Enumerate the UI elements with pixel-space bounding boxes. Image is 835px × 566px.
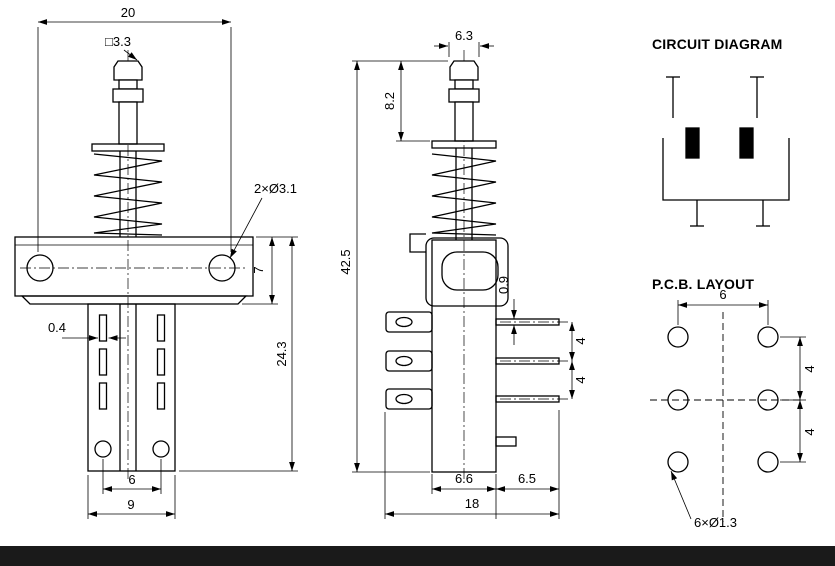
dim-label: 0.9 bbox=[496, 276, 511, 294]
dim-label: 24.3 bbox=[274, 341, 289, 366]
pcb-holes bbox=[667, 326, 779, 473]
front-body bbox=[87, 303, 176, 472]
front-pin bbox=[156, 382, 166, 410]
pcb-hole bbox=[757, 451, 779, 473]
contact-right bbox=[739, 127, 754, 159]
body-hole-left bbox=[94, 440, 112, 458]
front-pin bbox=[156, 314, 166, 342]
pcb-hole bbox=[757, 326, 779, 348]
side-bottom-pin bbox=[495, 436, 517, 447]
side-plunger bbox=[448, 60, 480, 142]
side-spring bbox=[431, 153, 497, 236]
dim-label: 6.5 bbox=[518, 471, 536, 486]
front-spring bbox=[93, 153, 163, 236]
dim-label: 4 bbox=[802, 428, 817, 435]
dim-pcb-hole-span: 6 bbox=[677, 287, 769, 325]
circuit-diagram: CIRCUIT DIAGRAM bbox=[652, 36, 790, 227]
dim-front-overall-width: 20 bbox=[37, 5, 232, 252]
dim-label: 9 bbox=[127, 497, 134, 512]
body-hole-right bbox=[152, 440, 170, 458]
pcb-hole bbox=[667, 451, 689, 473]
dim-front-plunger-square: □3.3 bbox=[105, 34, 138, 61]
dim-front-body-width: 9 bbox=[87, 475, 176, 519]
dim-label: 4 bbox=[573, 376, 588, 383]
pcb-layout-title: P.C.B. LAYOUT bbox=[652, 276, 754, 292]
dim-side-overall-height: 42.5 bbox=[338, 61, 430, 473]
dim-label: 7 bbox=[251, 266, 266, 273]
front-plunger bbox=[112, 60, 144, 145]
dim-label: 6.6 bbox=[455, 471, 473, 486]
front-shaft-lines bbox=[119, 151, 137, 237]
dim-label: 20 bbox=[121, 5, 135, 20]
pcb-hole bbox=[667, 389, 689, 411]
dim-side-overall-depth: 18 bbox=[384, 412, 559, 519]
dim-front-mount-holes: 2×Ø3.1 bbox=[229, 181, 297, 259]
dim-side-plunger-dia: 6.3 bbox=[434, 28, 494, 57]
circuit-diagram-title: CIRCUIT DIAGRAM bbox=[652, 36, 783, 52]
dim-label: 2×Ø3.1 bbox=[254, 181, 297, 196]
dim-pcb-hole-size: 6×Ø1.3 bbox=[670, 470, 737, 530]
side-clip bbox=[409, 233, 509, 307]
dim-side-terminal-length: 6.5 bbox=[496, 410, 560, 519]
front-bracket bbox=[14, 236, 254, 305]
side-right-terminals bbox=[495, 318, 570, 447]
dim-label: □3.3 bbox=[105, 34, 131, 49]
front-pin bbox=[98, 348, 108, 376]
dim-label: 6 bbox=[719, 287, 726, 302]
front-view: 20 □3.3 2×Ø3.1 0.4 7 24.3 6 9 bbox=[14, 5, 298, 519]
front-pin bbox=[156, 348, 166, 376]
dim-label: 18 bbox=[465, 496, 479, 511]
side-washer bbox=[431, 140, 497, 149]
dim-front-pin-span: 6 bbox=[102, 459, 162, 494]
side-left-terminals bbox=[385, 311, 433, 410]
pcb-hole bbox=[667, 326, 689, 348]
circuit-symbol bbox=[662, 76, 790, 227]
footer-bar bbox=[0, 546, 835, 566]
side-shaft-lines bbox=[455, 148, 473, 240]
dim-label: 6.3 bbox=[455, 28, 473, 43]
dim-label: 4 bbox=[573, 337, 588, 344]
dim-side-plunger-height: 8.2 bbox=[352, 60, 448, 142]
dim-label: 4 bbox=[802, 365, 817, 372]
dim-pcb-row-pitch: 4 4 bbox=[780, 336, 817, 463]
dim-side-body-depth: 6.6 bbox=[431, 471, 497, 519]
pcb-layout: P.C.B. LAYOUT 6 4 4 6×Ø1.3 bbox=[650, 276, 817, 530]
dim-side-terminal-pitch: 4 4 bbox=[569, 322, 588, 399]
dim-label: 0.4 bbox=[48, 320, 66, 335]
dim-label: 6 bbox=[128, 472, 135, 487]
front-pin bbox=[98, 382, 108, 410]
front-pin bbox=[98, 314, 108, 342]
dim-front-bracket-height: 7 bbox=[242, 236, 298, 305]
side-view: 6.3 8.2 42.5 0.9 4 4 6.6 6.5 18 bbox=[338, 28, 588, 519]
contact-left bbox=[685, 127, 700, 159]
dim-front-body-height: 24.3 bbox=[179, 237, 298, 472]
dim-front-pin-thickness: 0.4 bbox=[48, 320, 126, 341]
dim-side-terminal-thickness: 0.9 bbox=[496, 276, 517, 345]
front-washer bbox=[91, 143, 165, 152]
pcb-hole bbox=[757, 389, 779, 411]
dim-label: 6×Ø1.3 bbox=[694, 515, 737, 530]
dim-label: 8.2 bbox=[382, 92, 397, 110]
dim-label: 42.5 bbox=[338, 249, 353, 274]
